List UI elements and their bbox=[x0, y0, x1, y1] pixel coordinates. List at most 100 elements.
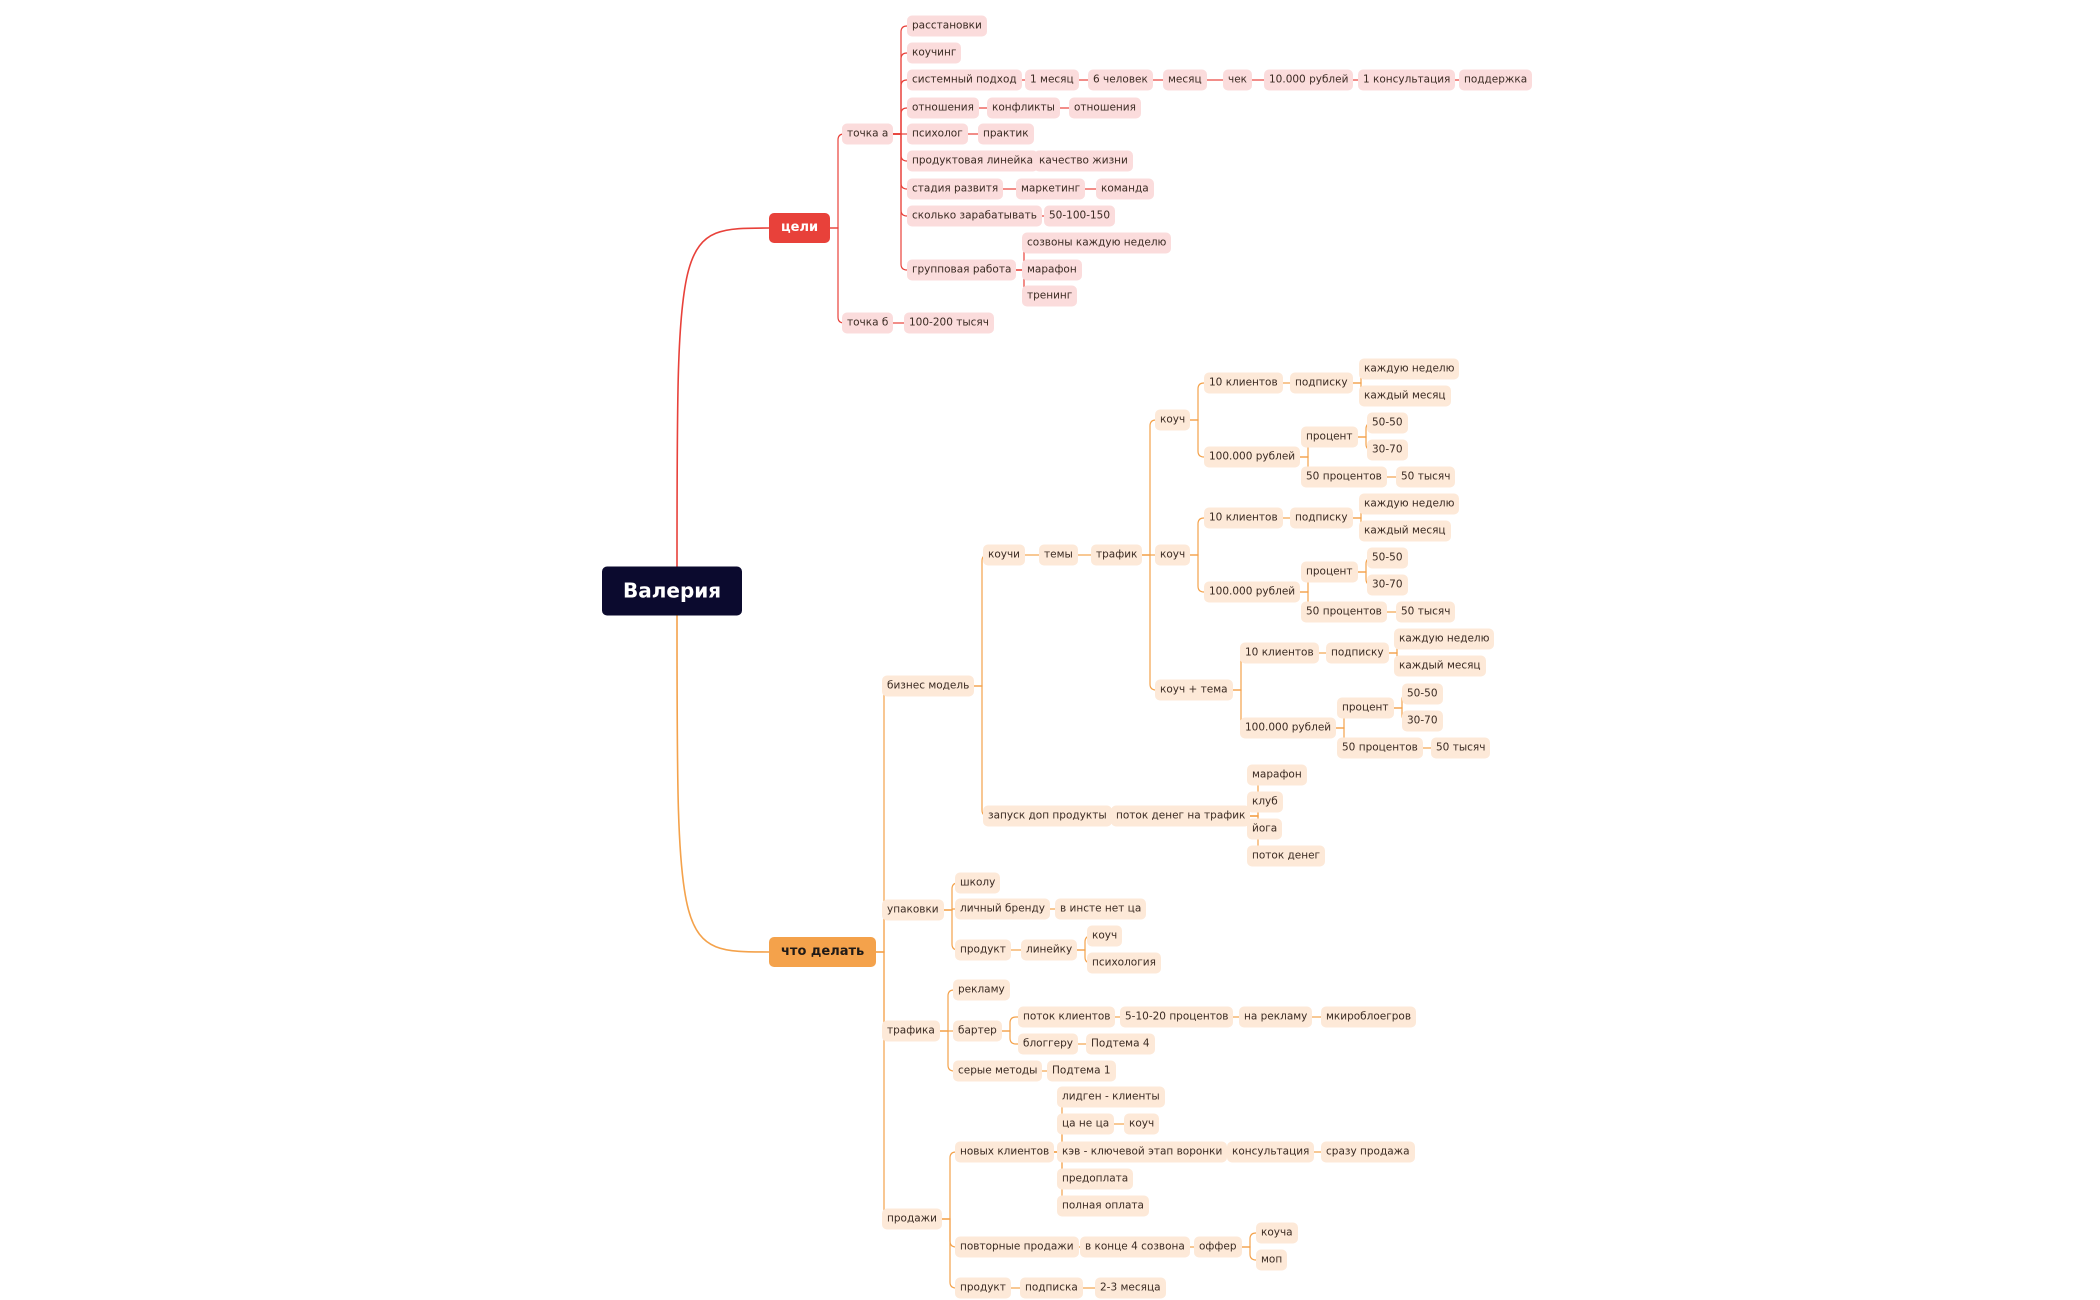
topic-node[interactable]: предоплата bbox=[1057, 1168, 1134, 1190]
topic-node[interactable]: Подтема 1 bbox=[1047, 1060, 1116, 1082]
topic-node[interactable]: 30-70 bbox=[1367, 574, 1408, 596]
topic-node[interactable]: сразу продажа bbox=[1321, 1141, 1415, 1163]
topic-node[interactable]: 1 консультация bbox=[1358, 69, 1456, 91]
topic-node[interactable]: 100.000 рублей bbox=[1204, 446, 1301, 468]
topic-node[interactable]: бизнес модель bbox=[882, 675, 975, 697]
topic-node[interactable]: 2-3 месяца bbox=[1095, 1277, 1166, 1299]
main-topic-цели[interactable]: цели bbox=[769, 213, 831, 243]
topic-node[interactable]: процент bbox=[1301, 426, 1358, 448]
topic-node[interactable]: подписку bbox=[1290, 372, 1353, 394]
topic-node[interactable]: 1 месяц bbox=[1025, 69, 1079, 91]
topic-node[interactable]: в конце 4 созвона bbox=[1080, 1236, 1190, 1258]
topic-node[interactable]: на рекламу bbox=[1239, 1006, 1313, 1028]
topic-node[interactable]: 30-70 bbox=[1402, 710, 1443, 732]
topic-node[interactable]: трафик bbox=[1091, 544, 1143, 566]
topic-node[interactable]: чек bbox=[1223, 69, 1253, 91]
topic-node[interactable]: кэв - ключевой этап воронки bbox=[1057, 1141, 1228, 1163]
topic-node[interactable]: коуч bbox=[1124, 1113, 1160, 1135]
topic-node[interactable]: каждую неделю bbox=[1394, 628, 1495, 650]
topic-node[interactable]: психология bbox=[1087, 952, 1161, 974]
topic-node[interactable]: конфликты bbox=[987, 97, 1060, 119]
topic-node[interactable]: 50-50 bbox=[1367, 412, 1408, 434]
topic-node[interactable]: коуч + тема bbox=[1155, 679, 1233, 701]
topic-node[interactable]: стадия развитя bbox=[907, 178, 1004, 200]
topic-node[interactable]: коуч bbox=[1155, 409, 1191, 431]
topic-node[interactable]: процент bbox=[1301, 561, 1358, 583]
topic-node[interactable]: созвоны каждую неделю bbox=[1022, 232, 1172, 254]
topic-node[interactable]: 5-10-20 процентов bbox=[1120, 1006, 1234, 1028]
main-topic-что-делать[interactable]: что делать bbox=[769, 937, 877, 967]
topic-node[interactable]: 50-50 bbox=[1402, 683, 1443, 705]
topic-node[interactable]: 50 тысяч bbox=[1431, 737, 1491, 759]
topic-node[interactable]: подписку bbox=[1326, 642, 1389, 664]
topic-node[interactable]: оффер bbox=[1194, 1236, 1242, 1258]
root-topic[interactable]: Валерия bbox=[602, 566, 743, 616]
topic-node[interactable]: продукт bbox=[955, 1277, 1011, 1299]
topic-node[interactable]: продажи bbox=[882, 1208, 942, 1230]
topic-node[interactable]: поток денег на трафик bbox=[1111, 805, 1251, 827]
topic-node[interactable]: ца не ца bbox=[1057, 1113, 1115, 1135]
topic-node[interactable]: тренинг bbox=[1022, 285, 1078, 307]
topic-node[interactable]: подписка bbox=[1020, 1277, 1083, 1299]
topic-node[interactable]: расстановки bbox=[907, 15, 987, 37]
topic-node[interactable]: полная оплата bbox=[1057, 1195, 1149, 1217]
topic-node[interactable]: точка а bbox=[842, 123, 894, 145]
topic-node[interactable]: марафон bbox=[1247, 764, 1307, 786]
topic-node[interactable]: 50 процентов bbox=[1301, 466, 1387, 488]
topic-node[interactable]: 50 процентов bbox=[1301, 601, 1387, 623]
topic-node[interactable]: системный подход bbox=[907, 69, 1022, 91]
topic-node[interactable]: 10 клиентов bbox=[1240, 642, 1319, 664]
topic-node[interactable]: каждую неделю bbox=[1359, 358, 1460, 380]
topic-node[interactable]: каждый месяц bbox=[1359, 520, 1451, 542]
topic-node[interactable]: школу bbox=[955, 872, 1001, 894]
topic-node[interactable]: точка б bbox=[842, 312, 894, 334]
topic-node[interactable]: йога bbox=[1247, 818, 1283, 840]
topic-node[interactable]: 100.000 рублей bbox=[1240, 717, 1337, 739]
topic-node[interactable]: мкироблоегров bbox=[1321, 1006, 1417, 1028]
topic-node[interactable]: темы bbox=[1039, 544, 1078, 566]
topic-node[interactable]: 100.000 рублей bbox=[1204, 581, 1301, 603]
topic-node[interactable]: команда bbox=[1096, 178, 1154, 200]
topic-node[interactable]: блоггеру bbox=[1018, 1033, 1078, 1055]
topic-node[interactable]: 50-100-150 bbox=[1044, 205, 1116, 227]
topic-node[interactable]: повторные продажи bbox=[955, 1236, 1079, 1258]
topic-node[interactable]: 10 клиентов bbox=[1204, 372, 1283, 394]
topic-node[interactable]: 10.000 рублей bbox=[1264, 69, 1354, 91]
topic-node[interactable]: подписку bbox=[1290, 507, 1353, 529]
topic-node[interactable]: 50 тысяч bbox=[1396, 466, 1456, 488]
topic-node[interactable]: рекламу bbox=[953, 979, 1010, 1001]
topic-node[interactable]: отношения bbox=[1069, 97, 1141, 119]
topic-node[interactable]: бартер bbox=[953, 1020, 1002, 1042]
topic-node[interactable]: поддержка bbox=[1459, 69, 1533, 91]
topic-node[interactable]: сколько зарабатывать bbox=[907, 205, 1042, 227]
topic-node[interactable]: Подтема 4 bbox=[1086, 1033, 1155, 1055]
topic-node[interactable]: отношения bbox=[907, 97, 979, 119]
topic-node[interactable]: в инсте нет ца bbox=[1055, 898, 1147, 920]
topic-node[interactable]: 30-70 bbox=[1367, 439, 1408, 461]
topic-node[interactable]: групповая работа bbox=[907, 259, 1017, 281]
topic-node[interactable]: качество жизни bbox=[1034, 150, 1133, 172]
topic-node[interactable]: коуч bbox=[1155, 544, 1191, 566]
topic-node[interactable]: коучи bbox=[983, 544, 1026, 566]
topic-node[interactable]: каждую неделю bbox=[1359, 493, 1460, 515]
topic-node[interactable]: каждый месяц bbox=[1359, 385, 1451, 407]
topic-node[interactable]: линейку bbox=[1021, 939, 1078, 961]
topic-node[interactable]: запуск доп продукты bbox=[983, 805, 1112, 827]
topic-node[interactable]: личный бренду bbox=[955, 898, 1050, 920]
topic-node[interactable]: 50-50 bbox=[1367, 547, 1408, 569]
topic-node[interactable]: психолог bbox=[907, 123, 968, 145]
topic-node[interactable]: месяц bbox=[1163, 69, 1207, 91]
topic-node[interactable]: 6 человек bbox=[1088, 69, 1153, 91]
topic-node[interactable]: 50 тысяч bbox=[1396, 601, 1456, 623]
topic-node[interactable]: 50 процентов bbox=[1337, 737, 1423, 759]
topic-node[interactable]: процент bbox=[1337, 697, 1394, 719]
topic-node[interactable]: каждый месяц bbox=[1394, 655, 1486, 677]
topic-node[interactable]: продукт bbox=[955, 939, 1011, 961]
topic-node[interactable]: трафика bbox=[882, 1020, 940, 1042]
topic-node[interactable]: поток денег bbox=[1247, 845, 1326, 867]
topic-node[interactable]: продуктовая линейка bbox=[907, 150, 1039, 172]
topic-node[interactable]: коуча bbox=[1256, 1222, 1298, 1244]
topic-node[interactable]: лидген - клиенты bbox=[1057, 1086, 1165, 1108]
topic-node[interactable]: 100-200 тысяч bbox=[904, 312, 994, 334]
topic-node[interactable]: коуч bbox=[1087, 925, 1123, 947]
